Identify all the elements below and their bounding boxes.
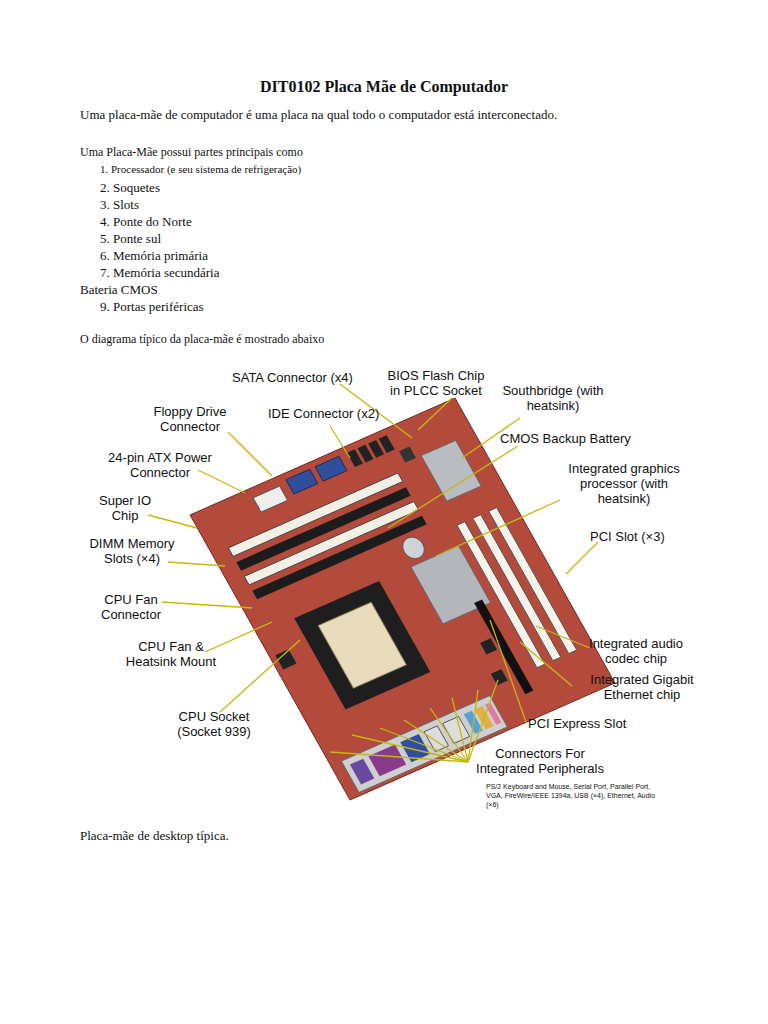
- part-label: IDE Connector (x2): [268, 406, 428, 421]
- part-label: Floppy Drive Connector: [140, 404, 240, 434]
- list-item: 3. Slots: [100, 197, 700, 213]
- list-item: 7. Memória secundária: [100, 265, 700, 281]
- page-title: DIT0102 Placa Mãe de Computador: [80, 78, 688, 96]
- part-label: Connectors For Integrated Peripherals: [465, 746, 615, 776]
- part-label: CPU Fan & Heatsink Mount: [120, 639, 222, 669]
- part-label: BIOS Flash Chip in PLCC Socket: [382, 368, 490, 398]
- body-text: Uma placa-mãe de computador é uma placa …: [80, 107, 720, 123]
- part-label: CPU Socket (Socket 939): [163, 709, 265, 739]
- part-label: Integrated graphics processor (with heat…: [565, 461, 683, 506]
- part-label: CPU Fan Connector: [90, 592, 172, 622]
- motherboard-board: [190, 398, 615, 800]
- list-item: 6. Memória primária: [100, 248, 700, 264]
- list-item: 2. Soquetes: [100, 180, 700, 196]
- part-label: CMOS Backup Battery: [500, 431, 680, 446]
- part-label: Integrated Gigabit Ethernet chip: [572, 672, 712, 702]
- list-item: 4. Ponte do Norte: [100, 214, 700, 230]
- part-label: 24-pin ATX Power Connector: [103, 450, 218, 480]
- part-label: DIMM Memory Slots (×4): [83, 536, 181, 566]
- body-text: Uma Placa-Mãe possui partes principais c…: [80, 145, 680, 160]
- body-text: O diagrama típico da placa-mãe é mostrad…: [80, 332, 720, 347]
- list-item: 9. Portas periféricas: [100, 299, 700, 315]
- list-item: 5. Ponte sul: [100, 231, 700, 247]
- figure-caption: Placa-mãe de desktop típica.: [80, 828, 680, 844]
- list-item: Bateria CMOS: [80, 282, 680, 298]
- list-item: 1. Processador (e seu sistema de refrige…: [100, 163, 700, 175]
- part-label: SATA Connector (x4): [232, 370, 392, 385]
- part-label: Southbridge (with heatsink): [502, 383, 604, 413]
- part-label: PCI Express Slot: [528, 716, 668, 731]
- part-label: Super IO Chip: [94, 493, 156, 523]
- part-label: PCI Slot (×3): [590, 529, 710, 544]
- note-text: PS/2 Keyboard and Mouse, Serial Port, Pa…: [486, 782, 661, 809]
- part-label: Integrated audio codec chip: [580, 636, 692, 666]
